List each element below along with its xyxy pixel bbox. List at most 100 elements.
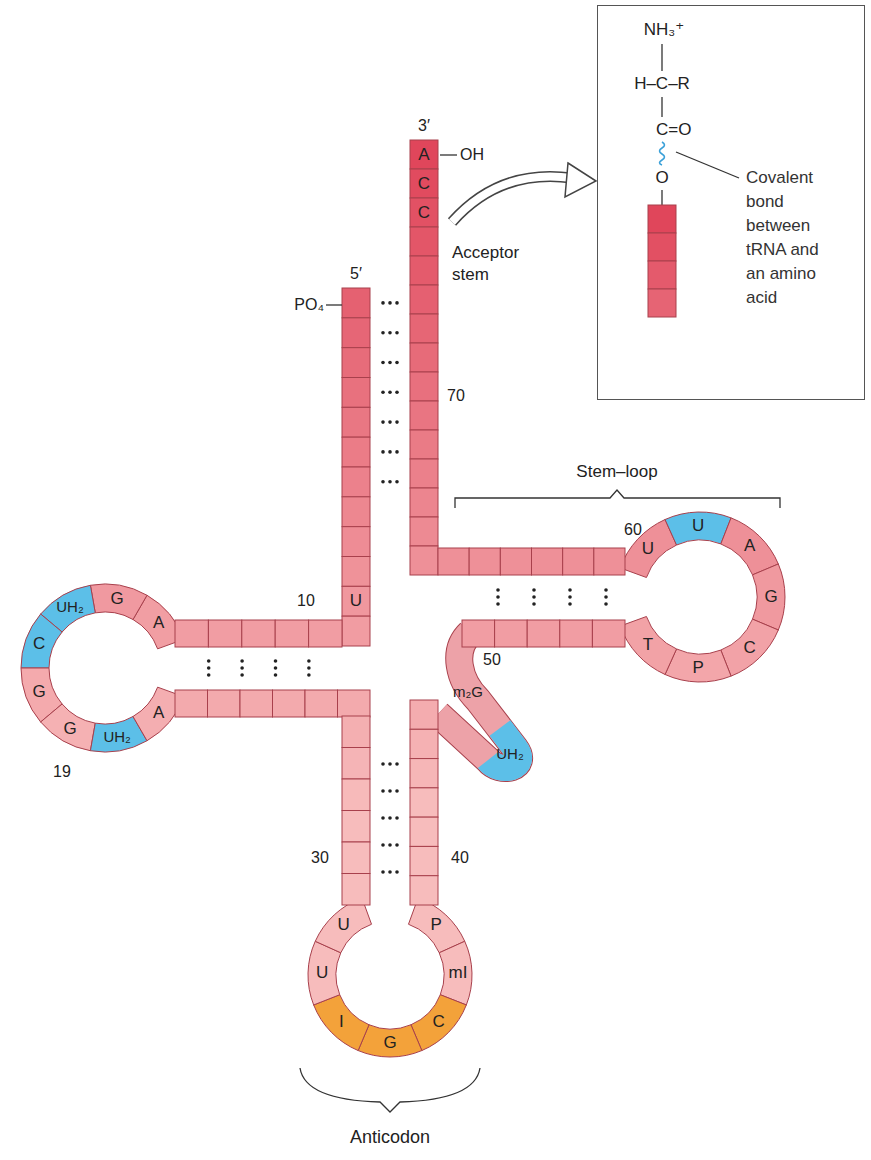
bond-line: [676, 152, 739, 178]
nucleotide-cell: [342, 586, 370, 616]
base-pair-dot: [395, 870, 399, 874]
nucleotide-cell: [462, 620, 495, 647]
nucleotide-cell: [342, 378, 370, 408]
position-number: 10: [297, 592, 315, 610]
loop-cell: [620, 520, 676, 578]
base-pair-dot: [604, 588, 608, 592]
base-pair-dot: [381, 870, 385, 874]
bond-line: [440, 154, 457, 155]
nucleotide-cell: [594, 548, 625, 575]
nucleotide-cell: [273, 690, 306, 717]
base-pair-dot: [496, 602, 500, 606]
position-number: 30: [311, 849, 329, 867]
bracket: [455, 490, 780, 508]
nucleotide-cell: [410, 876, 438, 905]
nucleotide-letter: G: [63, 719, 76, 738]
nucleotide-cell: [342, 842, 370, 874]
end-label: 5′: [350, 265, 362, 283]
nucleotide-cell: [275, 620, 308, 647]
base-pair-dot: [532, 595, 536, 599]
nucleotide-cell: [342, 748, 370, 780]
position-number: 50: [483, 651, 501, 669]
base-pair-dot: [395, 789, 399, 793]
bond-line: [661, 190, 662, 205]
base-pair-dot: [388, 843, 392, 847]
nucleotide-cell: [563, 548, 594, 575]
nucleotide-cell: [240, 690, 273, 717]
nucleotide-letter: mI: [449, 964, 468, 983]
loop-cell: [620, 616, 676, 674]
base-pair-dot: [388, 762, 392, 766]
nucleotide-cell: [342, 716, 370, 748]
base-pair-dot: [568, 595, 572, 599]
nucleotide-letter: C: [418, 204, 430, 223]
base-pair-dot: [395, 331, 399, 335]
nucleotide-cell: [342, 874, 370, 906]
base-pair-dot: [388, 789, 392, 793]
base-pair-dot: [388, 420, 392, 424]
base-pair-dot: [604, 602, 608, 606]
nucleotide-cell: [342, 779, 370, 811]
nucleotide-cell: [410, 546, 438, 575]
nucleotide-cell: [648, 233, 676, 261]
base-pair-dot: [381, 391, 385, 395]
nucleotide-cell: [342, 348, 370, 378]
arrow-head: [565, 163, 596, 197]
nucleotide-letter: A: [418, 146, 429, 165]
nucleotide-cell: [410, 227, 438, 256]
base-pair-dot: [381, 816, 385, 820]
base-pair-dot: [307, 659, 311, 663]
base-pair-dot: [388, 870, 392, 874]
nucleotide-cell: [342, 407, 370, 437]
nucleotide-cell: [410, 401, 438, 430]
base-pair-dot: [381, 361, 385, 365]
base-pair-dot: [274, 673, 278, 677]
base-pair-dot: [604, 595, 608, 599]
callout-text: Covalent bond between tRNA and an amino …: [746, 166, 822, 310]
nucleotide-cell: [342, 437, 370, 467]
nucleotide-cell: [305, 690, 338, 717]
base-pair-dot: [381, 331, 385, 335]
nucleotide-cell: [648, 205, 676, 233]
nucleotide-cell: [560, 620, 593, 647]
base-pair-dot: [274, 659, 278, 663]
nucleotide-letter: G: [111, 590, 124, 609]
nucleotide-cell: [410, 846, 438, 875]
arrow-outline: [452, 176, 572, 222]
anticodon-letter: G: [383, 1034, 396, 1053]
loop-cell: [665, 649, 731, 682]
base-pair-dot: [388, 391, 392, 395]
nucleotide-cell: [410, 459, 438, 488]
end-label: 3′: [418, 117, 430, 135]
nucleotide-letter: G: [764, 588, 777, 607]
nucleotide-cell: [410, 256, 438, 285]
nucleotide-cell: [342, 616, 370, 646]
base-pair-dot: [274, 666, 278, 670]
bracket: [300, 1068, 480, 1112]
base-pair-dot: [207, 666, 211, 670]
nucleotide-letter: C: [656, 266, 668, 285]
bond-line: [661, 44, 662, 71]
nucleotide-letter: A: [656, 210, 667, 229]
part-name: Anticodon: [350, 1128, 430, 1148]
loop-cell: [753, 564, 785, 630]
anticodon-letter: C: [433, 1013, 445, 1032]
loop-cell: [721, 518, 779, 575]
nucleotide-cell: [342, 318, 370, 348]
nucleotide-cell: [410, 372, 438, 401]
base-pair-dot: [307, 666, 311, 670]
base-pair-dot: [568, 602, 572, 606]
anticodon-letter: I: [339, 1013, 344, 1032]
nucleotide-cell: [338, 690, 371, 717]
nucleotide-cell: [342, 288, 370, 318]
base-pair-dot: [388, 816, 392, 820]
base-pair-dot: [388, 450, 392, 454]
nucleotide-letter: C: [743, 638, 755, 657]
nucleotide-cell: [410, 140, 438, 169]
nucleotide-cell: [342, 527, 370, 557]
nucleotide-letter: C: [33, 635, 45, 654]
base-pair-dot: [381, 450, 385, 454]
nucleotide-cell: [495, 620, 528, 647]
nucleotide-cell: [175, 620, 208, 647]
nucleotide-cell: [410, 285, 438, 314]
